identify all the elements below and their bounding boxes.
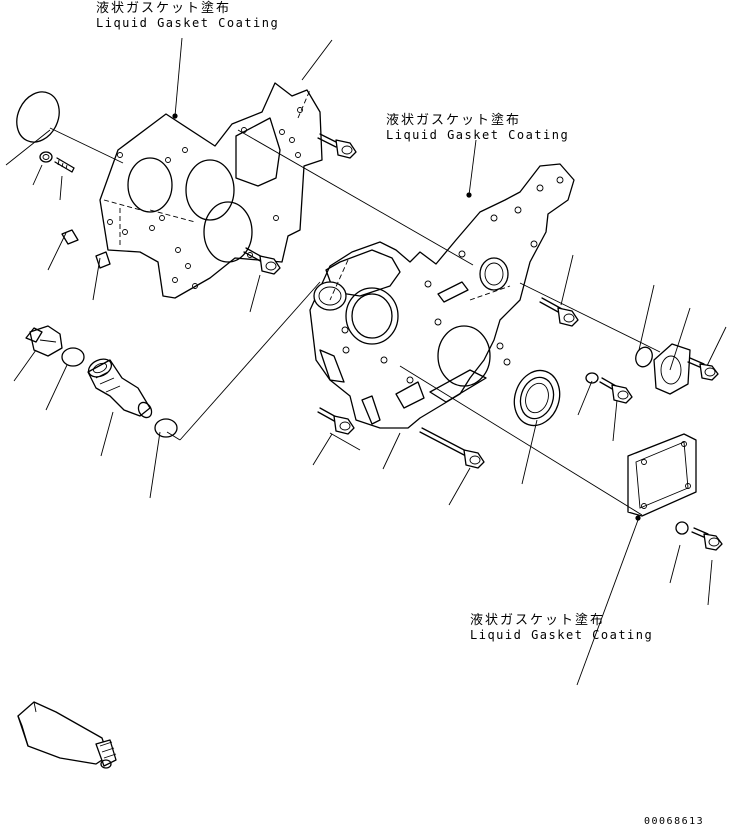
callout-jp-text: 液状ガスケット塗布 <box>96 1 232 16</box>
washer <box>585 372 599 384</box>
inspection-cover <box>627 433 697 517</box>
small-cover <box>653 343 691 395</box>
flange-bolt <box>243 247 281 275</box>
callout-en-text: Liquid Gasket Coating <box>386 128 570 142</box>
gasket-point-marker <box>466 192 472 198</box>
long-bolt <box>419 427 485 469</box>
timing-gear-case <box>309 163 575 429</box>
filler-cap <box>25 325 63 357</box>
o-ring-large <box>16 91 60 143</box>
gasket-point-marker <box>635 515 641 521</box>
front-plate <box>61 82 323 299</box>
nut <box>39 151 53 163</box>
callout-jp-text: 液状ガスケット塗布 <box>386 113 522 128</box>
callout-jp-text: 液状ガスケット塗布 <box>470 613 606 628</box>
callout-label-bottom: 液状ガスケット塗布 Liquid Gasket Coating <box>470 613 653 643</box>
stud-bolt <box>54 157 75 173</box>
gasket-tube <box>17 701 117 769</box>
callout-label-middle: 液状ガスケット塗布 Liquid Gasket Coating <box>386 113 569 143</box>
o-ring-small <box>61 347 85 367</box>
flange-bolt <box>317 407 355 435</box>
o-ring-small <box>154 418 178 438</box>
flange-bolt <box>317 133 357 159</box>
callout-en-text: Liquid Gasket Coating <box>470 628 654 642</box>
flange-bolt <box>687 357 719 381</box>
callout-en-text: Liquid Gasket Coating <box>96 16 280 30</box>
flange-bolt <box>539 297 579 327</box>
drawing-reference-number: 00068613 <box>644 816 705 827</box>
o-ring-small <box>635 346 653 368</box>
callout-label-top: 液状ガスケット塗布 Liquid Gasket Coating <box>96 1 279 31</box>
filler-tube <box>87 358 153 419</box>
leader-lines <box>5 37 727 686</box>
flange-bolt <box>691 527 723 551</box>
flange-bolt <box>599 377 633 404</box>
washer <box>675 521 689 535</box>
oil-seal <box>513 369 561 427</box>
gasket-point-marker <box>172 113 178 119</box>
